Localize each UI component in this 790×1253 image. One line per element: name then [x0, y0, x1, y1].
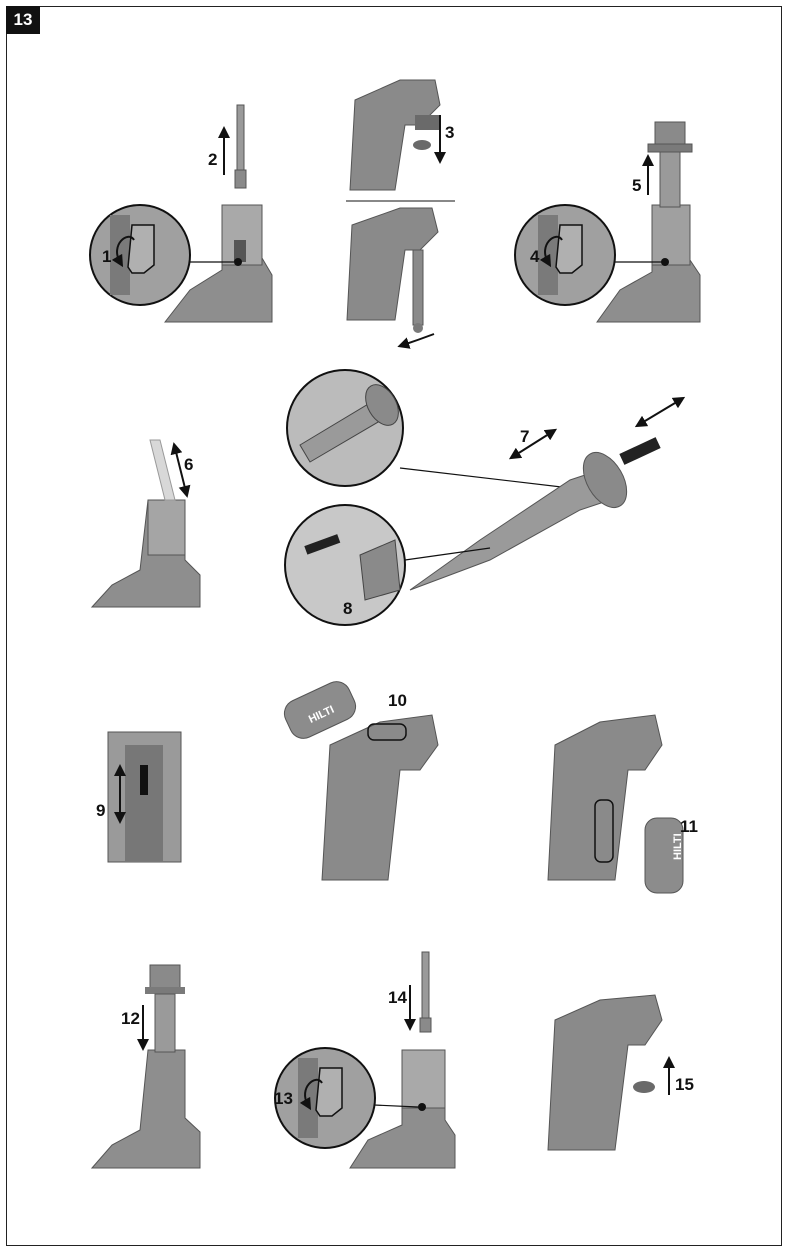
hilti-logo-2: HILTI — [672, 833, 684, 860]
leader-line-7 — [399, 467, 571, 489]
grease-can-11: HILTI — [644, 817, 684, 894]
step-2-label: 2 — [208, 150, 217, 169]
hammer-step-15 — [547, 994, 663, 1151]
step-3-label: 3 — [445, 123, 454, 142]
step-12-label: 12 — [121, 1009, 140, 1028]
arrow-both-step-6 — [170, 442, 191, 498]
step-1-label: 1 — [102, 247, 111, 266]
leader-line-13 — [373, 1104, 419, 1108]
page-frame — [6, 6, 782, 1246]
detail-circle-8 — [284, 504, 406, 626]
step-5-label: 5 — [632, 176, 641, 195]
bore-detail-9 — [107, 731, 182, 863]
figure-number-badge: 13 — [6, 6, 40, 34]
step-13-label: 13 — [274, 1089, 293, 1108]
step-8-label: 8 — [343, 599, 352, 618]
detail-circle-top — [286, 369, 404, 487]
piston-assembly — [647, 121, 693, 208]
detail-circle-4 — [514, 204, 616, 306]
step-9-label: 9 — [96, 801, 105, 820]
arrow-both-step-7 — [508, 428, 558, 460]
step-4-label: 4 — [530, 247, 540, 266]
leader-line-8 — [404, 547, 491, 561]
step-14-label: 14 — [388, 988, 407, 1007]
step-15-label: 15 — [675, 1075, 694, 1094]
step-10-label: 10 — [388, 691, 407, 710]
housing-step-13 — [349, 1049, 456, 1169]
housing-base-left — [163, 204, 273, 323]
housing-step-12 — [90, 964, 201, 1169]
step-6-label: 6 — [184, 455, 193, 474]
housing-step-6 — [90, 439, 201, 608]
striker-pin — [234, 104, 247, 189]
hammer-lube-11 — [547, 714, 663, 881]
hammer-body-top — [349, 79, 441, 191]
hammer-lube-10 — [321, 714, 439, 881]
pin-step-14 — [419, 951, 432, 1033]
hammer-body-bottom — [346, 207, 439, 333]
step-11-label: 11 — [680, 817, 698, 836]
housing-base-right — [596, 204, 701, 323]
grease-can-10: HILTI — [283, 681, 357, 739]
arrow-curve-remove — [397, 333, 435, 349]
detail-circle-13 — [274, 1047, 376, 1149]
piston-cleaning — [409, 437, 661, 591]
arrow-both-brush — [634, 396, 686, 428]
detail-circle-1 — [89, 204, 191, 306]
step-7-label: 7 — [520, 427, 529, 446]
